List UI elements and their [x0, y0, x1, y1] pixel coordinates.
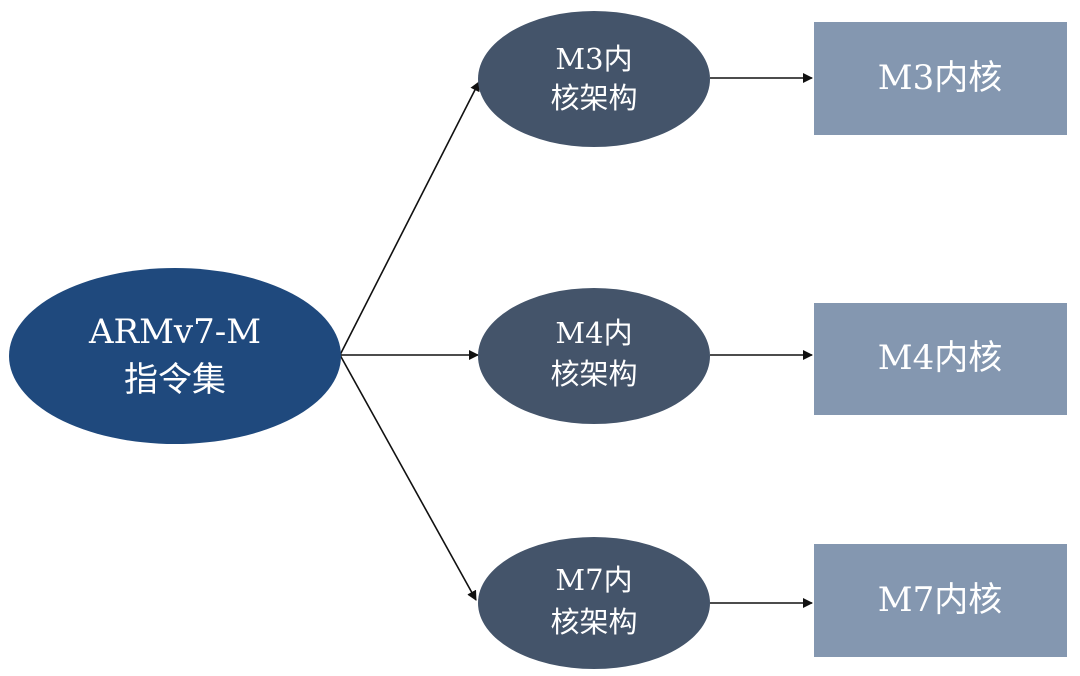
arch-label-m4-line1: M4内: [555, 316, 632, 350]
root-node-instruction-set: ARMv7-M 指令集: [9, 268, 341, 444]
core-box-m4: [814, 303, 1067, 415]
core-box-m7: [814, 544, 1067, 657]
edge-root-to-m7-arch: [339, 354, 477, 601]
arch-node-m3: M3内 核架构: [478, 11, 710, 147]
arch-label-m3-line2: 核架构: [550, 81, 637, 115]
core-node-m3: M3内核: [814, 22, 1067, 135]
arch-label-m7-line2: 核架构: [550, 605, 637, 639]
arch-label-m4-line2: 核架构: [550, 357, 637, 391]
arch-ellipse-m4: [478, 288, 710, 424]
root-label-line1: ARMv7-M: [88, 312, 261, 352]
core-label-m7: M7内核: [878, 580, 1002, 620]
core-node-m7: M7内核: [814, 544, 1067, 657]
arch-node-m4: M4内 核架构: [478, 288, 710, 424]
arch-ellipse-m3: [478, 11, 710, 147]
arch-node-m7: M7内 核架构: [478, 537, 710, 669]
arch-label-m7-line1: M7内: [555, 563, 632, 597]
arch-ellipse-m7: [478, 537, 710, 669]
core-label-m3: M3内核: [878, 58, 1002, 98]
core-node-m4: M4内核: [814, 303, 1067, 415]
core-label-m4: M4内核: [878, 338, 1002, 378]
edge-root-to-m3-arch: [339, 81, 480, 356]
arch-label-m3-line1: M3内: [555, 42, 632, 76]
core-box-m3: [814, 22, 1067, 135]
root-ellipse: [9, 268, 341, 444]
root-label-line2: 指令集: [124, 360, 226, 400]
